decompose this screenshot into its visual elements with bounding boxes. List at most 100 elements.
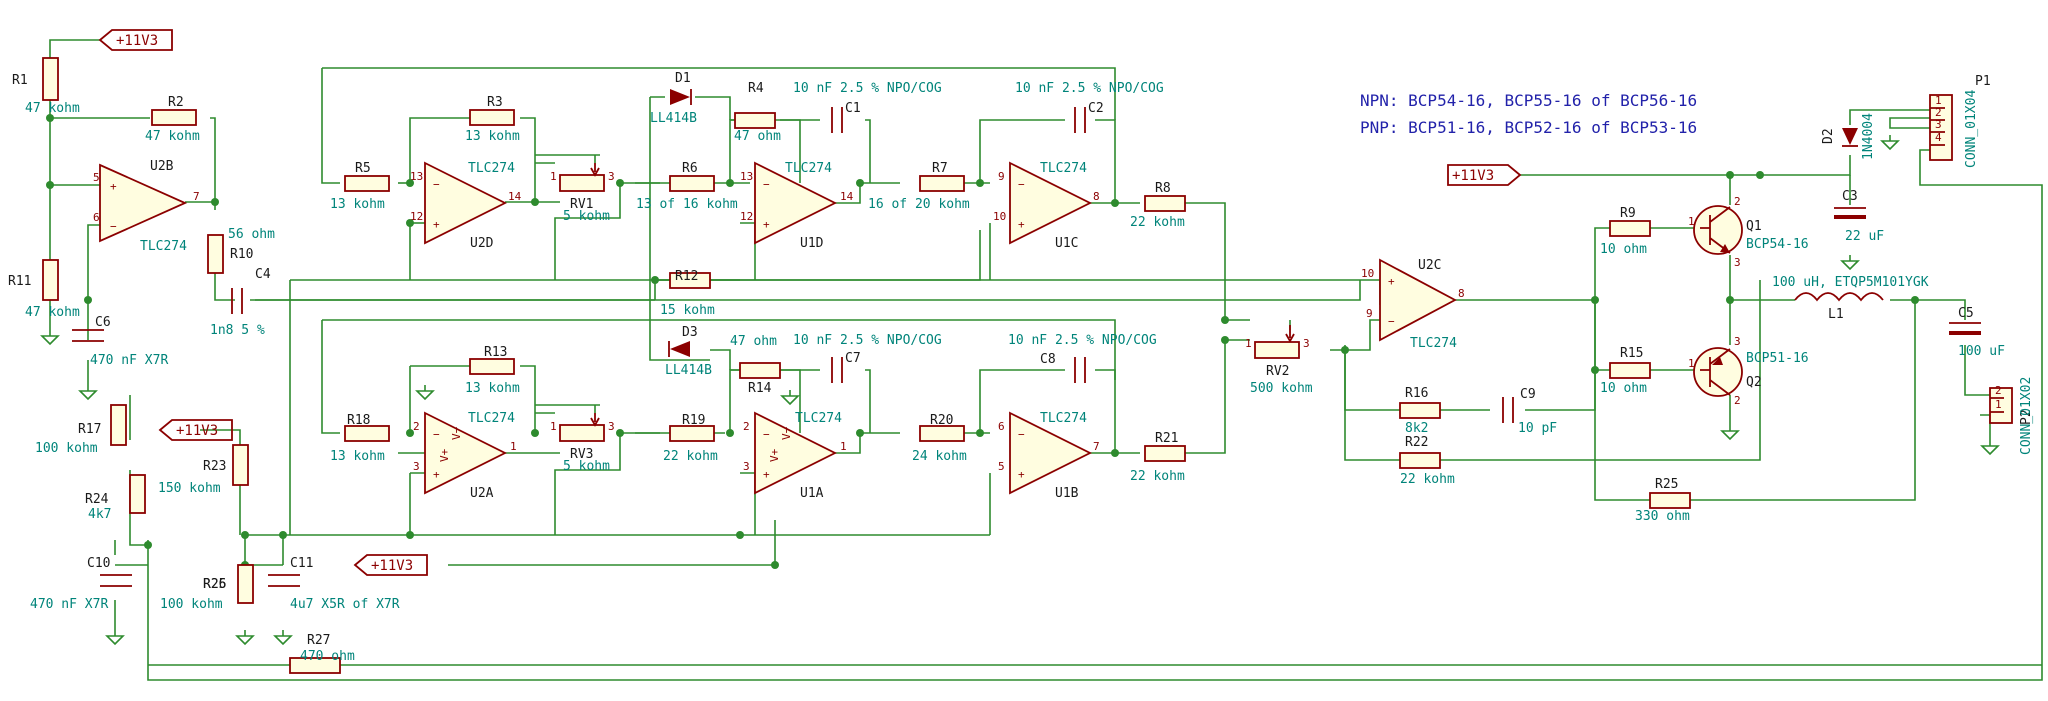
val-u1b: TLC274 [1040,411,1087,426]
ref-r12: R12 [675,269,698,284]
ref-r22: R22 [1405,435,1428,450]
ref-r9: R9 [1620,206,1636,221]
ref-u2c: U2C [1418,258,1441,273]
capacitor-c6 [72,329,104,342]
pin-u1d-13: 13 [740,170,753,183]
ref-q1: Q1 [1746,219,1762,234]
resistor-r13-body [469,358,515,375]
junction-dot [726,429,734,437]
ground-icon [78,385,98,401]
resistor-r15-body [1609,362,1651,379]
pin-u2b-7: 7 [193,190,200,203]
capacitor-c9 [1502,397,1514,423]
val-c2: 10 nF 2.5 % NPO/COG [1015,81,1164,96]
val-rv2: 500 kohm [1250,381,1313,396]
connector-p2-body [1989,387,2013,424]
val-p2: CONN_01X02 [2019,377,2034,455]
val-r24: 4k7 [88,507,111,522]
val-d3: LL414B [665,363,712,378]
resistor-r20-body [919,425,965,442]
val-r7: 16 of 20 kohm [868,197,970,212]
val-r27: 470 ohm [300,649,355,664]
pin-p2-1: 1 [1995,398,2002,411]
sign-u2a-plus: + [433,468,440,481]
ref-r8: R8 [1155,181,1171,196]
ref-r21: R21 [1155,431,1178,446]
pin-u2d-12: 12 [410,210,423,223]
ref-c3: C3 [1842,189,1858,204]
resistor-r8-body [1144,195,1186,212]
junction-dot [144,541,152,549]
ref-u1d: U1D [800,236,824,251]
junction-dot [531,198,539,206]
capacitor-c11 [268,574,300,587]
resistor-r21-body [1144,445,1186,462]
val-r11: 47 kohm [25,305,80,320]
junction-dot [1221,316,1229,324]
sign-u2a-vminus: V− [450,426,463,440]
ref-u1b: U1B [1055,486,1079,501]
val-r16: 8k2 [1405,421,1428,436]
junction-dot [406,531,414,539]
junctions [46,114,1919,569]
resistor-r2-body [151,109,197,126]
resistor-r19-body [669,425,715,442]
ref-r4: R4 [748,81,764,96]
capacitor-c4 [231,288,243,314]
junction-dot [241,531,249,539]
val-r25: 330 ohm [1635,509,1690,524]
resistor-r18-body [344,425,390,442]
pin-q2-1: 1 [1688,357,1695,370]
val-u2a: TLC274 [468,411,515,426]
ref-r7: R7 [932,161,948,176]
junction-dot [211,198,219,206]
ref-r25-b: R25 [1655,477,1678,492]
junction-dot [1726,296,1734,304]
ref-r11: R11 [8,274,31,289]
pin-u2c-8: 8 [1458,287,1465,300]
resistor-r4-body [734,112,776,129]
junction-dot [84,296,92,304]
sign-u1a-vplus: V+ [768,448,781,462]
capacitor-c7 [831,357,843,383]
ref-r18: R18 [347,413,370,428]
pin-u1c-9: 9 [998,170,1005,183]
ref-u2b: U2B [150,159,174,174]
ref-r1: R1 [12,73,28,88]
capacitor-c3 [1834,207,1866,219]
potentiometer-rv1-body [559,174,605,192]
ref-r14: R14 [748,381,772,396]
val-r20: 24 kohm [912,449,967,464]
pin-u1c-8: 8 [1093,190,1100,203]
ref-c8: C8 [1040,352,1056,367]
junction-dot [1911,296,1919,304]
note-npn: NPN: BCP54-16, BCP55-16 of BCP56-16 [1360,91,1697,110]
junction-dot [736,531,744,539]
val-u1a: TLC274 [795,411,842,426]
sign-u1d-plus: + [763,218,770,231]
junction-dot [1591,296,1599,304]
junction-dot [1111,199,1119,207]
ref-c2: C2 [1088,101,1104,116]
sign-u1b-plus: + [1018,468,1025,481]
resistor-r17-body [110,404,127,446]
junction-dot [856,179,864,187]
power-flag-top [98,29,173,51]
ref-r19: R19 [682,413,705,428]
val-u2d: TLC274 [468,161,515,176]
val-r9: 10 ohm [1600,242,1647,257]
val-u2c: TLC274 [1410,336,1457,351]
opamp-u2c-body [1379,258,1457,342]
ref-r5: R5 [355,161,371,176]
opamp-u1a-body [754,411,838,495]
sign-u2a-minus: − [433,428,440,441]
resistor-r5-body [344,175,390,192]
note-pnp: PNP: BCP51-16, BCP52-16 of BCP53-16 [1360,118,1697,137]
ref-r23: R23 [203,459,226,474]
ground-icon [40,330,60,346]
val-c3: 22 uF [1845,229,1884,244]
labels: NPN: BCP54-16, BCP55-16 of BCP56-16 PNP:… [8,33,2034,664]
resistor-r27-body [289,657,341,674]
resistor-r6-body [669,175,715,192]
pin-u2b-5: 5 [93,171,100,184]
